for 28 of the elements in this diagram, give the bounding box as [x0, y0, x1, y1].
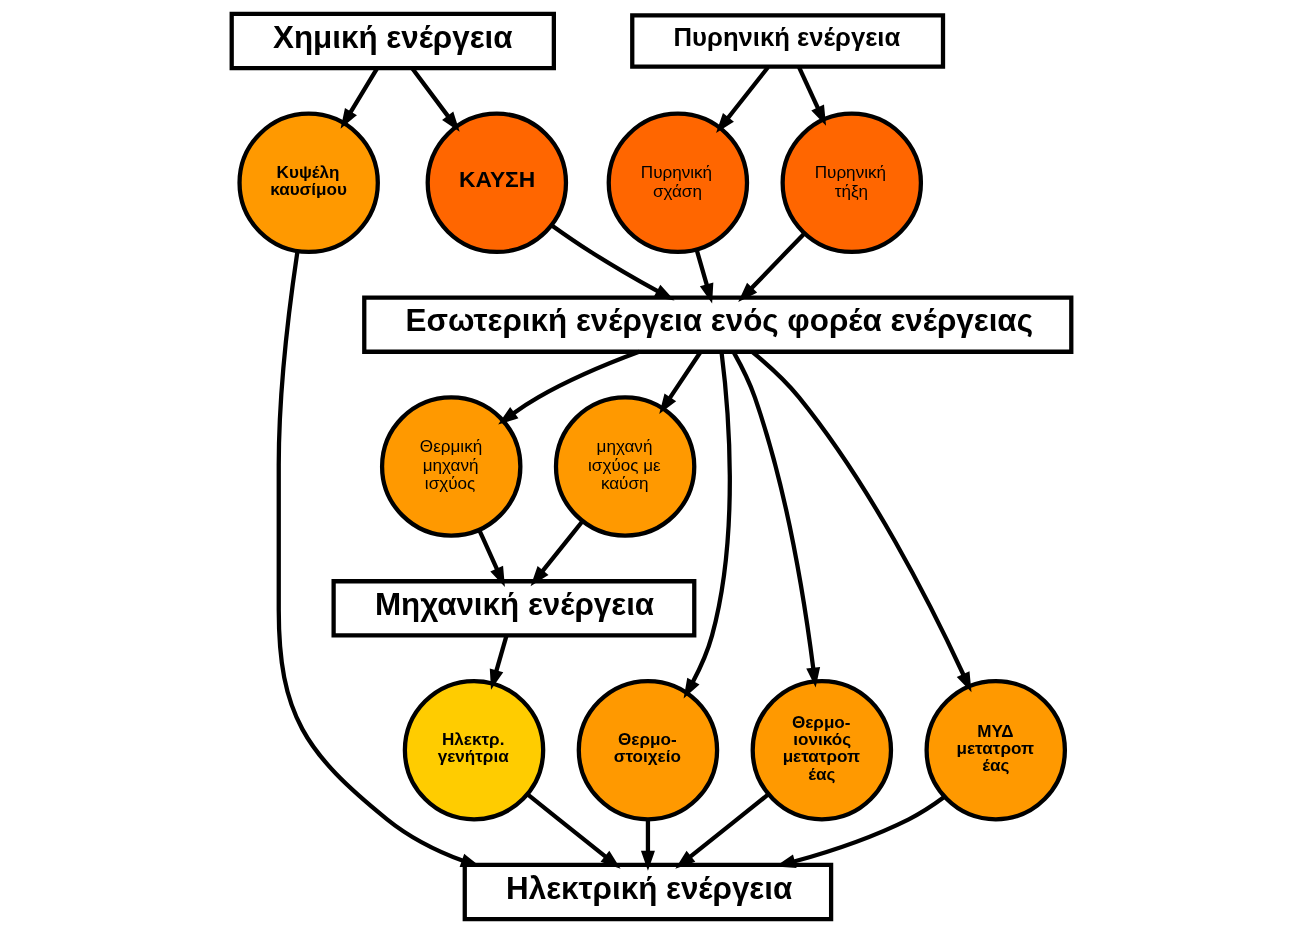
arrow: [640, 819, 655, 871]
arrow: [476, 529, 505, 587]
arrow: [489, 635, 508, 690]
arrow: [737, 232, 806, 303]
node-circle: Θερμική μηχανή ισχύος: [379, 395, 522, 538]
arrow: [340, 67, 379, 129]
node-box: Πυρηνική ενέργεια: [629, 13, 945, 69]
arrow: [674, 792, 770, 869]
arrow: [683, 351, 732, 699]
arrow: [658, 351, 702, 414]
arrow: [731, 351, 820, 688]
node-circle: Πυρηνική τήξη: [780, 111, 923, 255]
arrow: [694, 249, 713, 304]
node-box: Μηχανική ενέργεια: [331, 579, 696, 638]
node-circle: ΜΥΔ μετατροπ έας: [923, 678, 1067, 822]
arrow: [550, 223, 675, 301]
arrow: [410, 67, 460, 132]
arrow: [525, 792, 621, 869]
node-circle: Θερμο- ιονικός μετατροπ έας: [750, 678, 893, 822]
node-circle: Ηλεκτρ. γενήτρια: [402, 678, 545, 822]
arrow: [530, 519, 584, 587]
node-box: Εσωτερική ενέργεια ενός φορέα ενέργειας: [361, 295, 1073, 354]
node-box: Χημική ενέργεια: [229, 11, 556, 71]
node-box: Ηλεκτρική ενέργεια: [462, 862, 833, 922]
node-circle: Κυψέλη καυσίμου: [236, 111, 380, 255]
arrow: [796, 66, 826, 126]
arrow: [497, 349, 640, 425]
arrow: [715, 65, 770, 134]
